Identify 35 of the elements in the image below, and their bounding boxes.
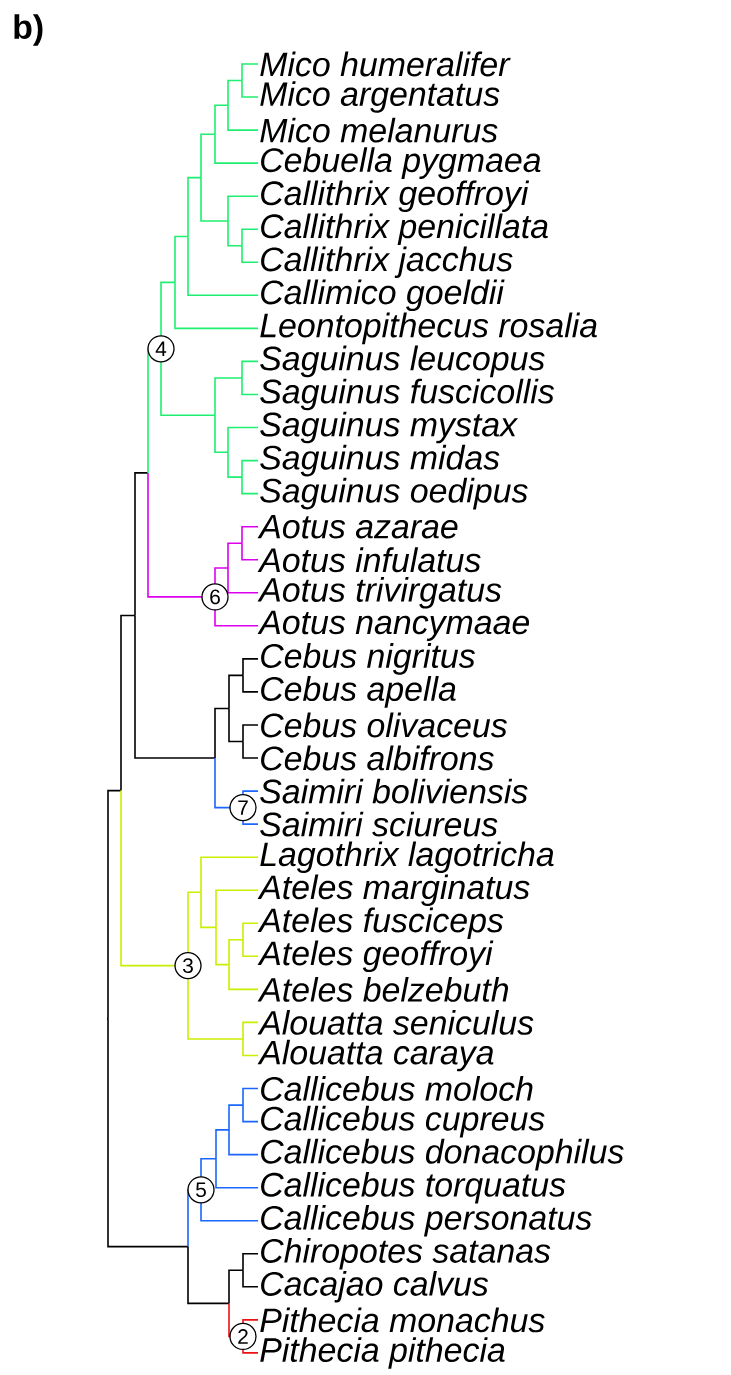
species-label: Aotus infulatus bbox=[257, 547, 481, 573]
species-label: Callithrix jacchus bbox=[261, 246, 513, 279]
species-label: Cebus olivaceus bbox=[261, 712, 507, 738]
species-label: Leontopithecus rosalia bbox=[260, 312, 597, 345]
panel-letter: b) bbox=[14, 14, 43, 46]
species-label: Cebuella pygmaea bbox=[261, 147, 541, 179]
species-label: Aotus trivirgatus bbox=[257, 577, 502, 609]
species-label: Saimiri sciureus bbox=[260, 811, 498, 837]
species-label: Cebus nigritus bbox=[261, 643, 475, 675]
species-label: Ateles geoffroyi bbox=[257, 940, 494, 973]
species-label: Saguinus oedipus bbox=[260, 477, 528, 510]
species-label: Cebus apella bbox=[261, 676, 456, 708]
species-label: Alouatta caraya bbox=[257, 1039, 494, 1072]
species-label: Callimico goeldii bbox=[261, 279, 505, 312]
species-label: Lagothrix lagotricha bbox=[260, 841, 554, 873]
species-label: Saguinus fuscicollis bbox=[260, 378, 555, 411]
species-label: Mico argentatus bbox=[260, 81, 500, 113]
species-label: Mico melanurus bbox=[260, 117, 498, 143]
species-label: Callicebus donacophilus bbox=[261, 1138, 624, 1171]
species-label: Callicebus personatus bbox=[261, 1205, 592, 1237]
species-label: Saguinus midas bbox=[260, 444, 500, 477]
species-label: Aotus nancymaae bbox=[257, 610, 530, 641]
species-label: Saimiri boliviensis bbox=[260, 778, 528, 804]
species-label: Chiropotes satanas bbox=[261, 1238, 551, 1270]
species-label: Alouatta seniculus bbox=[257, 1009, 534, 1035]
species-label: Callicebus moloch bbox=[261, 1076, 533, 1101]
species-label: Pithecia pithecia bbox=[260, 1337, 505, 1369]
species-label: Ateles fusciceps bbox=[257, 907, 504, 940]
species-label: Callicebus torquatus bbox=[261, 1171, 566, 1204]
species-label: Saguinus leucopus bbox=[260, 345, 545, 378]
species-label: Mico humeralifer bbox=[260, 51, 511, 77]
species-label: Pithecia monachus bbox=[260, 1307, 545, 1333]
species-label: Saguinus mystax bbox=[260, 411, 519, 444]
species-label: Ateles marginatus bbox=[257, 874, 530, 906]
species-label: Callithrix geoffroyi bbox=[261, 180, 530, 212]
